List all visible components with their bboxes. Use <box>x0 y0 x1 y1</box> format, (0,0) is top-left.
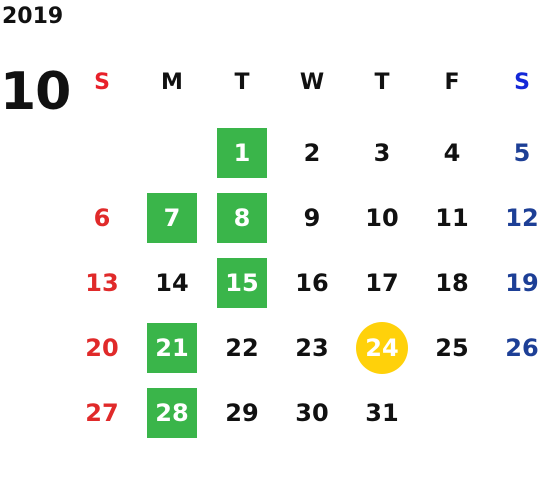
day-cell <box>67 120 137 185</box>
day-cell: 8 <box>207 185 277 250</box>
day-cell: 7 <box>137 185 207 250</box>
day-cell: 24 <box>347 315 417 380</box>
day-number: 7 <box>147 192 197 243</box>
day-cell: 22 <box>207 315 277 380</box>
day-cell: 10 <box>347 185 417 250</box>
day-cell: 11 <box>417 185 487 250</box>
day-number: 20 <box>85 333 119 362</box>
day-number: 6 <box>93 203 111 232</box>
day-number: 22 <box>225 333 259 362</box>
day-cell <box>137 120 207 185</box>
weekday-saturday: S <box>514 69 530 95</box>
day-cell: 26 <box>487 315 548 380</box>
day-number: 30 <box>295 398 329 427</box>
day-number: 1 <box>217 127 267 178</box>
day-number: 17 <box>365 268 399 297</box>
day-cell: 9 <box>277 185 347 250</box>
day-cell <box>417 380 487 445</box>
day-number: 27 <box>85 398 119 427</box>
day-number: 2 <box>303 138 321 167</box>
day-number: 8 <box>217 192 267 243</box>
day-cell: 27 <box>67 380 137 445</box>
day-cell: 25 <box>417 315 487 380</box>
day-number: 3 <box>373 138 391 167</box>
weekday-sunday: S <box>94 69 110 95</box>
day-cell: 5 <box>487 120 548 185</box>
day-cell: 21 <box>137 315 207 380</box>
weekday-friday: F <box>444 69 460 95</box>
day-number: 14 <box>155 268 189 297</box>
weekday-thursday: T <box>374 69 390 95</box>
day-cell: 2 <box>277 120 347 185</box>
day-number: 18 <box>435 268 469 297</box>
day-cell: 3 <box>347 120 417 185</box>
weekday-header: S M T W T F S <box>67 62 548 102</box>
day-number: 29 <box>225 398 259 427</box>
weekday-wednesday: W <box>299 69 325 95</box>
day-cell: 14 <box>137 250 207 315</box>
day-number: 13 <box>85 268 119 297</box>
day-cell: 15 <box>207 250 277 315</box>
day-cell: 1 <box>207 120 277 185</box>
day-cell: 19 <box>487 250 548 315</box>
day-number: 16 <box>295 268 329 297</box>
day-cell: 13 <box>67 250 137 315</box>
day-cell: 18 <box>417 250 487 315</box>
day-number: 25 <box>435 333 469 362</box>
day-number: 31 <box>365 398 399 427</box>
weekday-tuesday: T <box>234 69 250 95</box>
day-number: 19 <box>505 268 539 297</box>
day-number: 9 <box>303 203 321 232</box>
today-marker: 24 <box>356 321 408 374</box>
day-number: 23 <box>295 333 329 362</box>
day-number: 28 <box>147 387 197 438</box>
month-number: 10 <box>0 62 71 122</box>
day-cell: 29 <box>207 380 277 445</box>
day-cell: 20 <box>67 315 137 380</box>
day-number: 10 <box>365 203 399 232</box>
day-cell: 12 <box>487 185 548 250</box>
day-number: 15 <box>217 257 267 308</box>
weekday-monday: M <box>161 69 183 95</box>
day-number: 11 <box>435 203 469 232</box>
day-cell <box>487 380 548 445</box>
day-number: 12 <box>505 203 539 232</box>
day-cell: 17 <box>347 250 417 315</box>
day-cell: 6 <box>67 185 137 250</box>
day-cell: 28 <box>137 380 207 445</box>
day-number: 5 <box>513 138 531 167</box>
year-label: 2019 <box>2 4 64 29</box>
day-number: 4 <box>443 138 461 167</box>
day-cell: 4 <box>417 120 487 185</box>
day-number: 26 <box>505 333 539 362</box>
day-cell: 23 <box>277 315 347 380</box>
day-number: 21 <box>147 322 197 373</box>
day-cell: 30 <box>277 380 347 445</box>
day-cell: 16 <box>277 250 347 315</box>
day-cell: 31 <box>347 380 417 445</box>
